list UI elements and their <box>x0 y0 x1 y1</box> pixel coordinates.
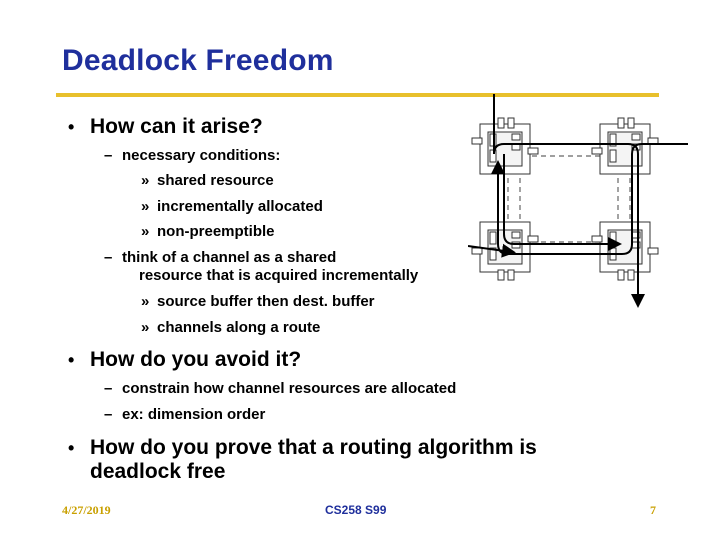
subsub-incremental: » incrementally allocated <box>141 197 323 216</box>
dashed-links <box>507 155 631 243</box>
router-top-right <box>591 117 659 175</box>
dash-mark: – <box>104 249 113 266</box>
subsub-nonpre: » non-preemptible <box>141 222 275 241</box>
dash-mark: – <box>104 147 113 164</box>
sub-text: ex: dimension order <box>122 406 266 423</box>
subsub-text: source buffer then dest. buffer <box>157 293 375 310</box>
bullet-how-prove: • How do you prove that a routing algori… <box>68 435 537 461</box>
sub-text: necessary conditions: <box>122 147 281 164</box>
subsub-channels: » channels along a route <box>141 318 321 337</box>
bullet-mark: • <box>68 350 75 370</box>
footer-date: 4/27/2019 <box>62 503 111 517</box>
bullet-mark: • <box>68 117 75 137</box>
footer-page-number: 7 <box>650 503 656 517</box>
bullet-how-arise: • How can it arise? <box>68 114 263 140</box>
subsub-mark: » <box>141 319 150 336</box>
footer-course: CS258 S99 <box>325 503 387 517</box>
subsub-text: shared resource <box>157 172 274 189</box>
subsub-mark: » <box>141 172 150 189</box>
deadlock-mesh-diagram <box>468 94 688 308</box>
bullet-text: How do you avoid it? <box>90 348 302 371</box>
sub-text: think of a channel as a shared <box>122 249 337 266</box>
sub-think: – think of a channel as a shared <box>104 248 337 267</box>
cyclic-route <box>468 94 688 308</box>
subsub-source: » source buffer then dest. buffer <box>141 292 375 311</box>
sub-constrain: – constrain how channel resources are al… <box>104 379 457 398</box>
sub-text: constrain how channel resources are allo… <box>122 380 457 397</box>
sub-necessary: – necessary conditions: <box>104 146 281 165</box>
title-rule <box>56 93 659 97</box>
bullet-text: How can it arise? <box>90 115 263 138</box>
dash-mark: – <box>104 380 113 397</box>
router-bottom-right <box>591 221 659 281</box>
subsub-mark: » <box>141 293 150 310</box>
slide-title: Deadlock Freedom <box>62 44 334 77</box>
subsub-mark: » <box>141 223 150 240</box>
bullet-text: How do you prove that a routing algorith… <box>90 436 537 459</box>
bullet-how-prove-cont: deadlock free <box>90 460 226 483</box>
subsub-text: non-preemptible <box>157 223 275 240</box>
subsub-shared: » shared resource <box>141 171 274 190</box>
dash-mark: – <box>104 406 113 423</box>
subsub-mark: » <box>141 198 150 215</box>
bullet-mark: • <box>68 438 75 458</box>
bullet-how-avoid: • How do you avoid it? <box>68 347 302 373</box>
sub-ex: – ex: dimension order <box>104 405 266 424</box>
subsub-text: channels along a route <box>157 319 321 336</box>
sub-think-cont: resource that is acquired incrementally <box>139 267 419 284</box>
subsub-text: incrementally allocated <box>157 198 323 215</box>
